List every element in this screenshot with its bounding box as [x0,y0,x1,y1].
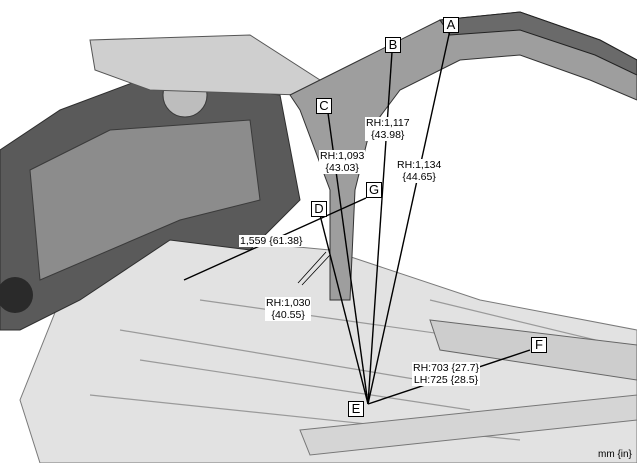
measurement-d-to-e: RH:1,030 {40.55} [265,297,312,321]
left-side-panels [29,119,261,281]
measurement-c-to-e: RH:1,093 {43.03} [319,150,366,174]
line-d-to-e [319,214,369,405]
leader-lines [297,251,331,286]
line-a-to-e [367,29,451,405]
measurement-b-to-e: RH:1,117 {43.98} [365,117,411,141]
measurement-g-to-cross: 1,559 {61.38} [239,235,304,247]
measurement-g-to-cross-value: 1,559 {61.38} [240,235,303,247]
measurement-f-to-e-lh: LH:725 {28.5} [413,374,479,386]
point-b-label: B [385,37,401,53]
point-g-label: G [366,182,382,198]
point-f-label: F [531,337,547,353]
roof-edge [439,11,637,76]
measurement-c-to-e-in: {43.03} [325,162,359,174]
rear-cross-member [299,394,637,456]
point-e-label: E [348,401,364,417]
measurement-c-to-e-mm: RH:1,093 [320,150,365,162]
measurement-f-to-e-rh: RH:703 {27.7} [413,362,479,374]
floor-pan-ribs [89,299,637,441]
measurement-f-to-e: RH:703 {27.7} LH:725 {28.5} [412,362,480,386]
point-d-label: D [311,201,327,217]
measurement-a-to-e: RH:1,134 {44.65} [396,159,443,183]
line-b-to-e [367,51,393,405]
measurement-a-to-e-mm: RH:1,134 [397,159,442,171]
measurement-d-to-e-in: {40.55} [271,309,305,321]
unit-label: mm {in} [598,449,632,460]
point-c-label: C [316,98,332,114]
measurement-b-to-e-mm: RH:1,117 [366,117,410,129]
left-wheel-opening [0,277,33,313]
point-a-label: A [443,17,459,33]
measurement-b-to-e-in: {43.98} [371,129,405,141]
measurement-lines [183,29,531,405]
measurement-a-to-e-in: {44.65} [402,171,436,183]
measurement-d-to-e-mm: RH:1,030 [266,297,311,309]
